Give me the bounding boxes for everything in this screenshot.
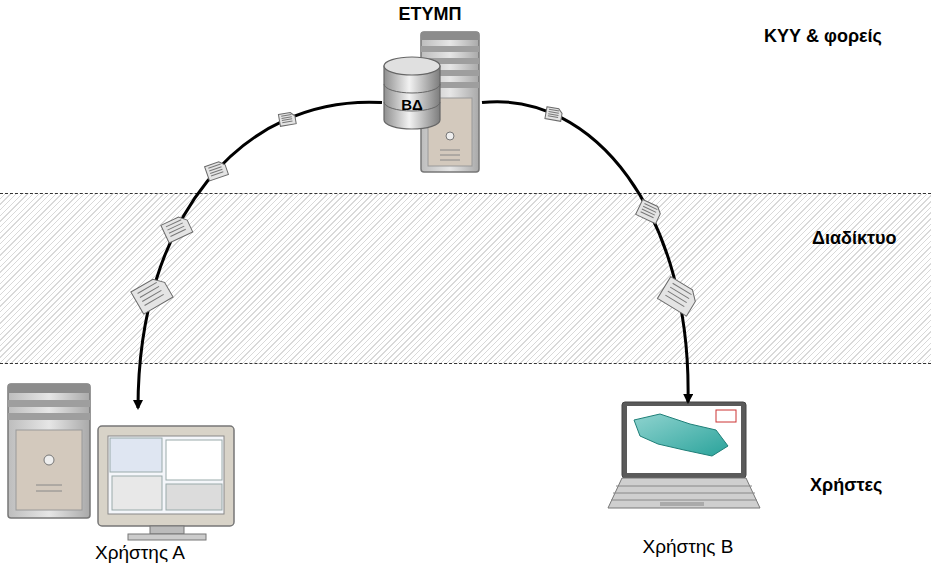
- laptop-computer-part: [660, 502, 704, 506]
- server-title: ΕΤΥΜΠ: [372, 4, 488, 25]
- desktop-computer-part: [8, 384, 90, 518]
- laptop-computer-part: [627, 406, 741, 473]
- document-line: [643, 206, 656, 212]
- document-line: [549, 109, 559, 111]
- desktop-computer-part: [150, 526, 184, 534]
- document-line: [673, 283, 692, 294]
- desktop-computer-part: [36, 491, 62, 492]
- document-line: [138, 282, 157, 293]
- data-flow-arc: [138, 102, 382, 408]
- document-line: [140, 286, 159, 297]
- document-sheet: [657, 277, 699, 316]
- band-label: Διαδίκτυο: [812, 228, 896, 249]
- document-line: [642, 209, 655, 215]
- server-icon-part: [446, 132, 454, 140]
- server-icon-part: [421, 46, 479, 52]
- document-line: [142, 290, 161, 301]
- desktop-computer-part: [36, 485, 62, 486]
- user-node: Χρήστης Β: [600, 402, 776, 567]
- desktop-computer-part: [8, 413, 90, 420]
- document-line: [169, 226, 184, 233]
- document-line: [282, 119, 292, 121]
- document-line: [548, 116, 558, 118]
- document-line: [670, 287, 689, 298]
- document-icon: [545, 107, 563, 122]
- desktop-computer-part: [16, 430, 82, 510]
- laptop-computer-part: [611, 486, 757, 500]
- desktop-computer-part: [112, 476, 162, 510]
- document-sheet: [545, 107, 563, 122]
- document-sheet: [278, 112, 296, 126]
- desktop-computer-part: [166, 484, 222, 510]
- desktop-computer-part: [108, 436, 224, 514]
- server-icon-part: [421, 32, 479, 40]
- laptop-computer: [608, 402, 760, 508]
- server-icon-part: [440, 150, 460, 151]
- database-label: ΒΔ: [384, 96, 440, 113]
- document-line: [641, 212, 654, 218]
- document-icon: [131, 275, 173, 314]
- document-line: [644, 204, 657, 210]
- server-icon-part: [440, 155, 460, 156]
- server-icon-part: [440, 160, 460, 161]
- database-cylinder-part: [384, 57, 440, 75]
- laptop-computer-part: [716, 410, 736, 422]
- laptop-computer-part: [608, 478, 760, 508]
- document-line: [145, 294, 164, 305]
- document-icon: [636, 199, 663, 223]
- document-line: [170, 229, 185, 236]
- document-icon: [657, 277, 699, 316]
- document-sheet: [636, 199, 663, 223]
- desktop-computer-part: [8, 384, 90, 393]
- document-sheet: [205, 160, 229, 181]
- database-cylinder-part: [384, 84, 440, 93]
- desktop-computer-part: [8, 400, 90, 407]
- document-line: [549, 111, 559, 113]
- desktop-computer-part: [98, 426, 234, 526]
- document-line: [548, 114, 558, 116]
- document-line: [668, 291, 687, 302]
- zone-label: Χρήστες: [810, 475, 882, 496]
- zone-label: ΚΥΥ & φορείς: [764, 26, 882, 47]
- document-sheet: [131, 275, 173, 314]
- document-icon: [161, 214, 193, 243]
- desktop-computer-part: [110, 438, 162, 472]
- data-flow-arc: [482, 102, 688, 402]
- server-node: ΕΤΥΜΠ ΒΔ: [372, 4, 488, 180]
- laptop-computer-part: [622, 402, 746, 478]
- desktop-computer-part: [166, 440, 222, 480]
- user-node: Χρήστης Α: [0, 408, 250, 567]
- document-line: [166, 220, 181, 227]
- desktop-computer-part: [128, 534, 206, 540]
- document-line: [211, 172, 223, 176]
- document-icon: [278, 112, 296, 126]
- desktop-computer: [8, 384, 234, 540]
- internet-band: Διαδίκτυο: [0, 193, 931, 364]
- document-line: [281, 115, 291, 117]
- document-icon: [205, 160, 229, 181]
- document-line: [167, 223, 182, 230]
- user-label: Χρήστης Α: [0, 542, 280, 564]
- document-sheet: [161, 214, 193, 243]
- document-line: [665, 295, 684, 306]
- laptop-computer-part: [634, 414, 728, 456]
- document-line: [282, 117, 292, 119]
- user-label: Χρήστης Β: [600, 536, 776, 558]
- desktop-computer-part: [44, 455, 54, 465]
- database-cylinder: [384, 57, 440, 129]
- document-line: [282, 121, 292, 123]
